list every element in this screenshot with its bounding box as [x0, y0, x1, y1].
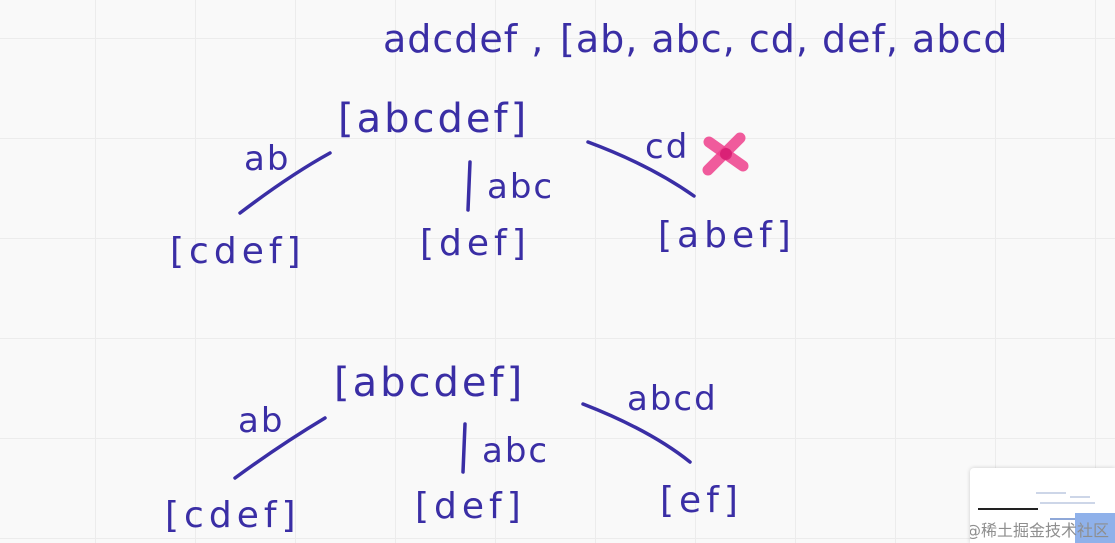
tree2-edge-middle-line: [461, 422, 467, 474]
tree2-edge-right-label: abcd: [627, 379, 718, 419]
minimap-stroke: [1036, 492, 1066, 494]
tree2-leaf-middle: [def]: [415, 486, 526, 527]
tree1-edge-middle-label: abc: [487, 167, 554, 207]
minimap-panel[interactable]: @稀土掘金技术社区: [970, 468, 1115, 543]
minimap-stroke: [1070, 496, 1090, 498]
tree2-leaf-left: [cdef]: [165, 495, 301, 536]
tree2-root: [abcdef]: [334, 360, 525, 406]
tree2-leaf-right: [ef]: [660, 480, 743, 521]
cross-mark-icon: [702, 132, 749, 176]
tree1-edge-left-label: ab: [244, 139, 290, 179]
tree1-leaf-left: [cdef]: [170, 231, 306, 272]
minimap-stroke: [1050, 518, 1090, 520]
tree1-edge-left-line: [238, 151, 332, 215]
tree2-edge-left-label: ab: [238, 401, 284, 441]
tree2-edge-middle-label: abc: [482, 431, 549, 471]
tree2-edge-left-line: [233, 416, 327, 480]
problem-header: adcdef , [ab, abc, cd, def, abcd: [383, 17, 1008, 61]
watermark-text: @稀土掘金技术社区: [970, 521, 1109, 540]
minimap-viewport[interactable]: [1075, 513, 1115, 543]
minimap-viewport-line: [978, 508, 1038, 510]
tree1-leaf-middle: [def]: [420, 223, 531, 264]
tree2-edge-right-line: [581, 402, 692, 464]
tree1-root: [abcdef]: [338, 96, 529, 142]
tree1-edge-right-label: cd: [645, 127, 689, 167]
header-dictionary: [ab, abc, cd, def, abcd: [560, 17, 1008, 61]
tree-1: [abcdef] ab abc cd [cdef] [def] [abef]: [170, 96, 796, 272]
header-word: adcdef ,: [383, 17, 544, 61]
tree1-edge-middle-line: [466, 160, 472, 212]
tree-2: [abcdef] ab abc abcd [cdef] [def] [ef]: [165, 360, 743, 536]
tree1-leaf-right: [abef]: [658, 215, 796, 256]
minimap-stroke: [1040, 502, 1095, 504]
tree1-edge-right-line: [586, 140, 696, 198]
